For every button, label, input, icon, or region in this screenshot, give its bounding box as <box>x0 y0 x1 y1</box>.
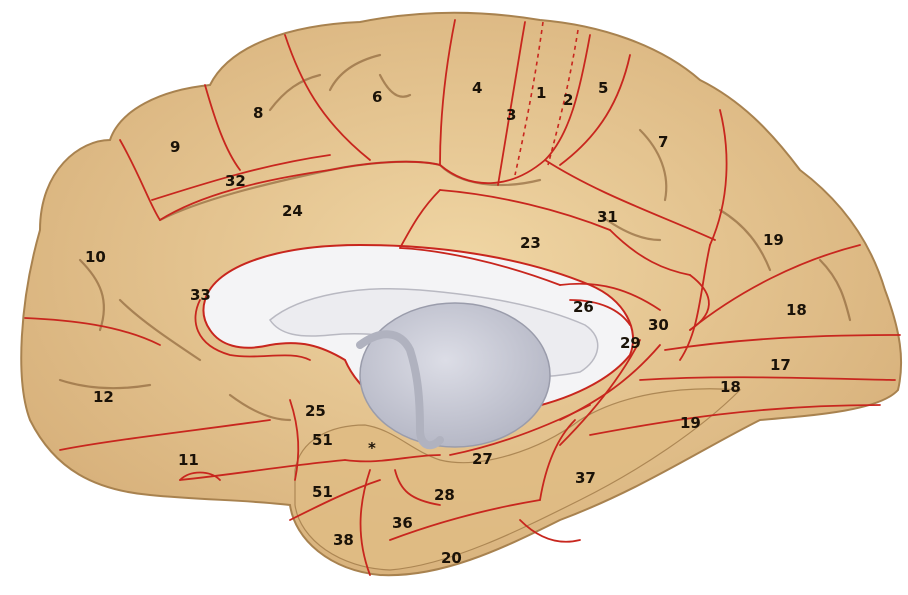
label-area-8: 8 <box>253 104 263 122</box>
label-area-25: 25 <box>305 402 326 420</box>
label-area-19-upper: 19 <box>763 231 784 249</box>
label-area-10: 10 <box>85 248 106 266</box>
label-area-18-lower: 18 <box>720 378 741 396</box>
label-area-4: 4 <box>472 79 482 97</box>
label-area-6: 6 <box>372 88 382 106</box>
label-area-29: 29 <box>620 334 641 352</box>
label-area-17: 17 <box>770 356 791 374</box>
label-area-18-upper: 18 <box>786 301 807 319</box>
label-area-24: 24 <box>282 202 303 220</box>
label-asterisk: * <box>368 439 376 457</box>
label-area-38: 38 <box>333 531 354 549</box>
label-area-2: 2 <box>563 91 573 109</box>
label-area-23: 23 <box>520 234 541 252</box>
label-area-5: 5 <box>598 79 608 97</box>
label-area-12: 12 <box>93 388 114 406</box>
label-area-26: 26 <box>573 298 594 316</box>
label-area-9: 9 <box>170 138 180 156</box>
label-area-33: 33 <box>190 286 211 304</box>
thalamus <box>360 303 550 447</box>
label-area-27: 27 <box>472 450 493 468</box>
label-area-51-lower: 51 <box>312 483 333 501</box>
label-area-31: 31 <box>597 208 618 226</box>
label-area-3: 3 <box>506 106 516 124</box>
label-area-28: 28 <box>434 486 455 504</box>
label-area-19-lower: 19 <box>680 414 701 432</box>
label-area-32: 32 <box>225 172 246 190</box>
label-area-20: 20 <box>441 549 462 567</box>
label-area-37: 37 <box>575 469 596 487</box>
label-area-11: 11 <box>178 451 199 469</box>
label-area-36: 36 <box>392 514 413 532</box>
label-area-1: 1 <box>536 84 546 102</box>
label-area-7: 7 <box>658 133 668 151</box>
label-area-51-upper: 51 <box>312 431 333 449</box>
label-area-30: 30 <box>648 316 669 334</box>
